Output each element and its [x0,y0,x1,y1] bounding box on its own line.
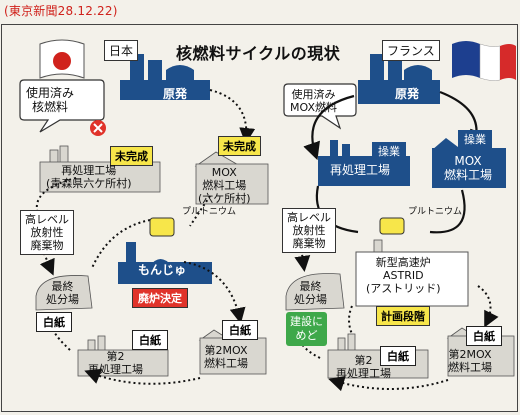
japan-reprocessing-label: 再処理工場 (青森県六ケ所村) [46,164,132,190]
france-reactor-building [358,54,440,104]
japan-second-mox-status: 白紙 [222,320,258,340]
japan-reprocessing-building [39,145,161,193]
japan-disposal-status: 白紙 [36,312,72,332]
japan-blocked-x-icon [90,120,106,136]
france-reprocessing-label: 再処理工場 [330,163,391,177]
france-reactor-label: 原発 [395,87,420,101]
japan-disposal-label: 最終 処分場 [46,280,79,306]
japan-mox-label: MOX 燃料工場 (六ケ所村) [198,166,251,205]
france-country-label: フランス [382,40,440,61]
japan-reprocessing-status: 未完成 [110,146,153,166]
france-reprocessing-status: 操業 [372,142,406,160]
france-second-reprocessing-label: 第2 再処理工場 [336,354,391,380]
france-spent-mox-label: 使用済み MOX燃料 [290,88,337,114]
japan-second-mox-building [198,329,267,375]
japan-second-mox-label: 第2MOX 燃料工場 [204,344,248,370]
france-reprocessing-building [318,140,410,186]
france-astrid-status: 計画段階 [376,306,430,326]
france-mox-label: MOX 燃料工場 [444,154,493,182]
diagram-frame [1,24,518,412]
france-plutonium-label: プルトニウム [408,207,463,217]
france-disposal-status: 建設に めど [286,312,327,346]
japan-mox-status: 未完成 [218,136,261,156]
france-plutonium-jar [379,217,405,235]
japan-spent-fuel-label: 使用済み 核燃料 [26,86,75,114]
source-caption: (東京新聞28.12.22) [4,4,118,18]
france-mox-status: 操業 [458,130,492,148]
france-disposal-building [285,273,345,311]
diagram-title: 核燃料サイクルの現状 [176,44,341,63]
japan-second-reprocessing-label: 第2 再処理工場 [88,350,143,376]
france-astrid-building [355,239,469,307]
france-mox-building [432,138,506,188]
japan-hlw-label: 高レベル 放射性 廃棄物 [20,210,74,255]
monju-building [118,242,212,284]
france-disposal-label: 最終 処分場 [294,280,327,306]
japan-spent-fuel-bubble [19,79,105,133]
monju-status: 廃炉決定 [132,288,188,308]
france-second-mox-label: 第2MOX 燃料工場 [448,348,492,374]
france-flag [452,41,516,81]
japan-reactor-label: 原発 [163,87,188,101]
france-spent-mox-bubble [283,83,357,130]
france-astrid-label: 新型高速炉 ASTRID (アストリッド) [366,256,441,295]
japan-reactor-building [120,54,210,100]
japan-plutonium-label: プルトニウム [182,207,237,217]
japan-disposal-building [35,275,93,311]
monju-label: もんじゅ [138,263,187,277]
japan-plutonium-jar [149,217,175,237]
japan-country-label: 日本 [104,40,139,61]
japan-flag [39,39,85,79]
japan-second-reprocessing-status: 白紙 [132,330,168,350]
france-hlw-label: 高レベル 放射性 廃棄物 [282,208,336,253]
france-second-reprocessing-status: 白紙 [380,346,416,366]
france-second-mox-status: 白紙 [466,326,502,346]
japan-mox-building [194,151,269,205]
